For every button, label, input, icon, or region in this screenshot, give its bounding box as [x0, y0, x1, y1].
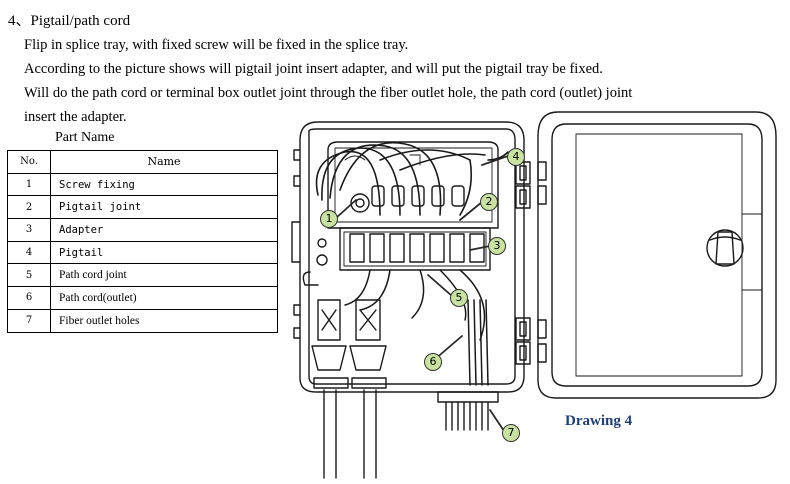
part-name: Screw fixing [50, 172, 278, 197]
callout-6: 6 [424, 353, 442, 371]
callout-7-label: 7 [507, 426, 515, 439]
parts-table-title: Part Name [55, 130, 115, 145]
fiber-outlet-holes [437, 391, 499, 431]
part-name: Adapter [50, 218, 278, 242]
callout-7: 7 [502, 424, 520, 442]
callout-2-label: 2 [485, 195, 493, 208]
box-cover [537, 111, 777, 399]
part-name: Fiber outlet holes [50, 308, 278, 333]
callout-1: 1 [320, 210, 338, 228]
section-heading: 4、Pigtail/path cord [8, 13, 131, 29]
callout-6-label: 6 [429, 355, 437, 368]
instruction-paragraph-2: According to the picture shows will pigt… [24, 61, 603, 77]
instruction-paragraph-3-line1: Will do the path cord or terminal box ou… [24, 85, 633, 101]
table-row: 4 Pigtail [7, 240, 278, 265]
callout-1-label: 1 [325, 212, 333, 225]
callout-4: 4 [507, 148, 525, 166]
table-row: 1 Screw fixing [7, 172, 278, 197]
pigtail-fibers [315, 142, 509, 216]
table-row: 5 Path cord joint [7, 263, 278, 288]
callout-5: 5 [450, 289, 468, 307]
column-header-name: Name [50, 150, 278, 174]
callout-5-label: 5 [455, 291, 463, 304]
cable-glands [311, 299, 387, 479]
callout-4-label: 4 [512, 150, 520, 163]
table-row: 7 Fiber outlet holes [7, 308, 278, 333]
part-name: Path cord(outlet) [50, 286, 278, 310]
callout-3: 3 [488, 237, 506, 255]
path-cords [344, 269, 489, 386]
callout-2: 2 [480, 193, 498, 211]
parts-table-header: No. Name [7, 150, 278, 174]
parts-table: No. Name 1 Screw fixing 2 Pigtail joint … [7, 150, 278, 333]
table-row: 6 Path cord(outlet) [7, 286, 278, 310]
instruction-paragraph-1: Flip in splice tray, with fixed screw wi… [24, 37, 409, 53]
drawing-caption: Drawing 4 [565, 413, 633, 429]
instruction-paragraph-3: Will do the path cord or terminal box ou… [24, 81, 754, 105]
splice-tray [327, 141, 499, 229]
adapter-panel [302, 227, 501, 286]
instruction-paragraph-3-continued: insert the adapter. [24, 109, 127, 125]
callout-leaders [335, 155, 509, 432]
callout-3-label: 3 [493, 239, 501, 252]
table-row: 3 Adapter [7, 218, 278, 242]
